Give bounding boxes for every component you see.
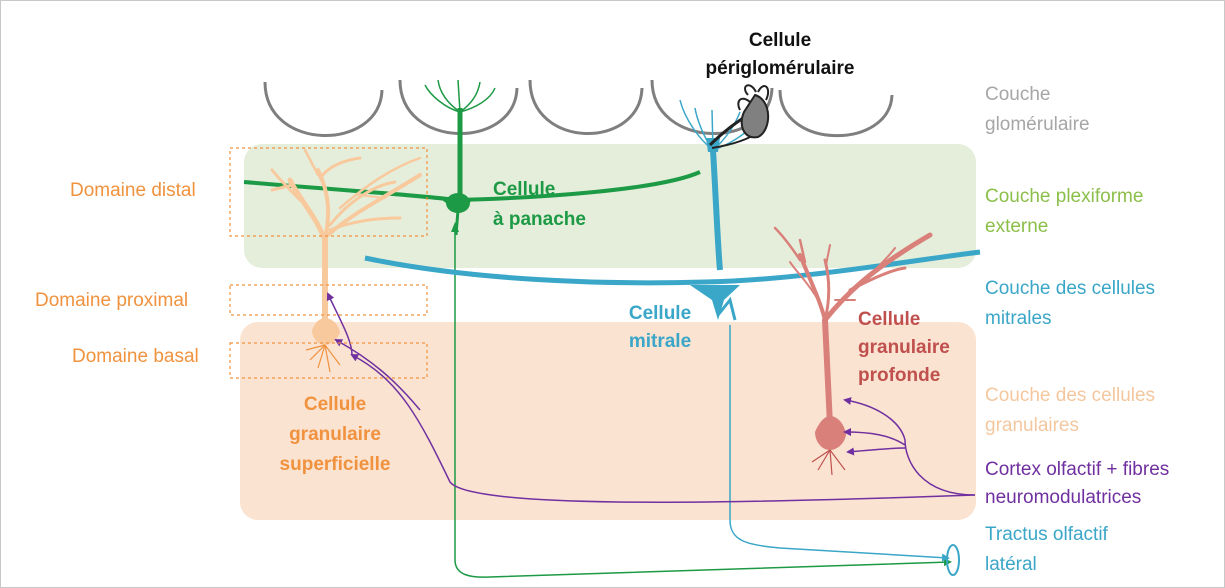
basal-domain-label: Domaine basal bbox=[72, 345, 199, 369]
proximal-domain-box bbox=[230, 285, 427, 315]
lateral-olfactory-tract-marker bbox=[947, 545, 959, 575]
distal-domain-label: Domaine distal bbox=[70, 179, 196, 203]
mitral-layer-label: Couche des cellules mitrales bbox=[985, 274, 1155, 334]
tufted-cell-label: Cellule à panache bbox=[475, 175, 613, 235]
glomeruli bbox=[265, 80, 892, 136]
cortex-fibers-label: Cortex olfactif + fibres neuromodulatric… bbox=[985, 456, 1169, 512]
glomerular-layer-label: Couche glomérulaire bbox=[985, 80, 1090, 140]
deep-granule-cell-label: Cellule granulaire profonde bbox=[858, 306, 950, 390]
mitral-cell-label: Cellule mitrale bbox=[610, 300, 710, 356]
proximal-domain-label: Domaine proximal bbox=[35, 289, 188, 313]
superficial-granule-cell-label: Cellule granulaire superficielle bbox=[260, 390, 410, 480]
periglomerular-cell bbox=[710, 85, 768, 148]
granular-layer-label: Couche des cellules granulaires bbox=[985, 381, 1155, 441]
plexiform-layer-label: Couche plexiforme externe bbox=[985, 182, 1143, 242]
periglomerular-cell-label: Cellule périglomérulaire bbox=[690, 27, 870, 83]
lateral-tract-label: Tractus olfactif latéral bbox=[985, 520, 1108, 580]
